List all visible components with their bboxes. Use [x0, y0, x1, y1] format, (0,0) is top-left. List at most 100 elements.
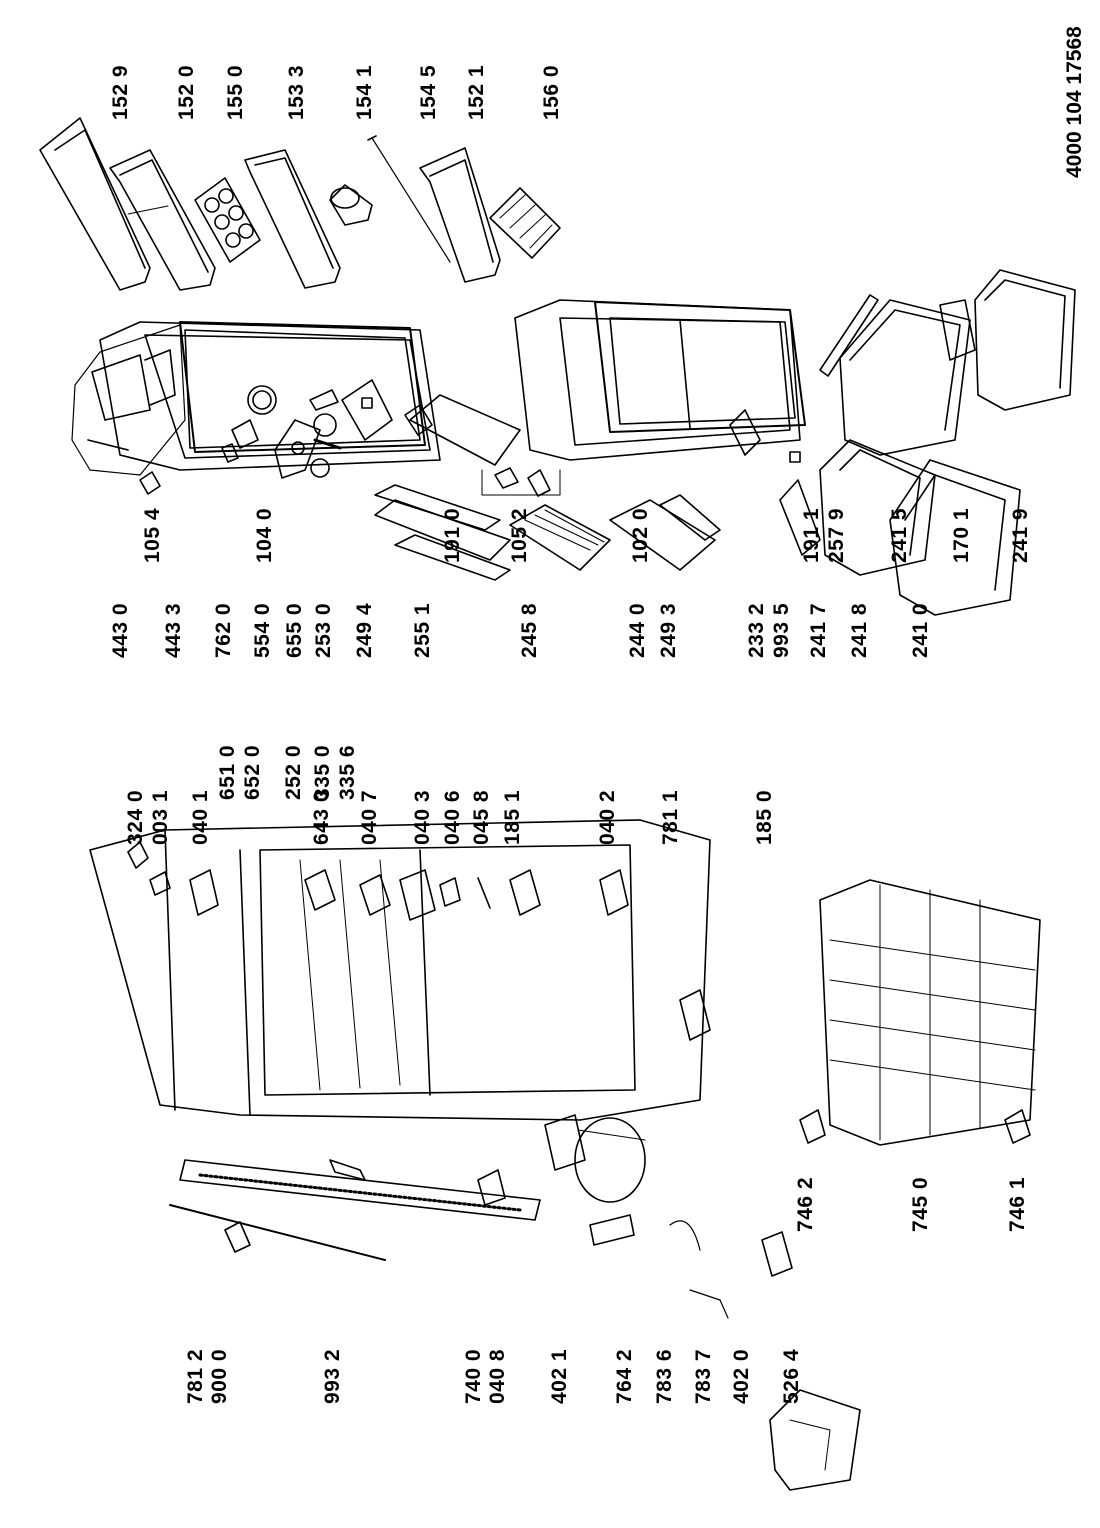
filter-7642 — [589, 1214, 635, 1246]
cover-2417 — [779, 479, 821, 556]
label-1910: 191 0 — [441, 507, 464, 563]
label-6510: 651 0 — [216, 744, 239, 800]
label-0402: 040 2 — [596, 789, 619, 845]
label-4021: 402 1 — [548, 1348, 571, 1404]
label-3240: 324 0 — [124, 789, 147, 845]
label-0407: 040 7 — [358, 789, 381, 845]
label-1054: 105 4 — [141, 507, 164, 563]
label-0401: 040 1 — [189, 789, 212, 845]
label-1701: 170 1 — [950, 507, 973, 563]
part-1851 — [509, 869, 541, 916]
label-0406: 040 6 — [441, 789, 464, 845]
bottle-holder-1541 — [329, 184, 373, 226]
lamp-6510 — [221, 443, 239, 463]
control-2520 — [274, 419, 321, 479]
ice-tray-1560 — [489, 187, 561, 259]
hinge-1054 — [139, 471, 161, 495]
bolt-0458 — [477, 877, 491, 909]
label-1550: 155 0 — [224, 64, 247, 120]
door-gasket-1910 — [179, 321, 426, 453]
hinge-set-1052 — [481, 467, 561, 497]
rod-1545 — [367, 135, 451, 263]
part-7811 — [679, 989, 711, 1041]
label-2332: 233 2 — [745, 602, 768, 658]
label-0408: 040 8 — [486, 1348, 509, 1404]
label-7811: 781 1 — [659, 789, 682, 845]
label-9932: 993 2 — [321, 1348, 344, 1404]
hinge-0403 — [399, 869, 436, 921]
label-7461: 746 1 — [1006, 1176, 1029, 1232]
tube-7812 — [169, 1204, 386, 1261]
label-7450: 745 0 — [909, 1176, 932, 1232]
door-shelf-cover-1529 — [39, 117, 169, 291]
label-0031: 003 1 — [149, 789, 172, 845]
spring-3356 — [313, 438, 342, 450]
shelf-glass-2551 — [374, 394, 521, 561]
label-7642: 764 2 — [613, 1348, 636, 1404]
label-7462: 746 2 — [794, 1176, 817, 1232]
label-2440: 244 0 — [626, 602, 649, 658]
label-7812: 781 2 — [184, 1348, 207, 1404]
cable-part-3240 — [127, 841, 149, 869]
pipe-7837 — [689, 1289, 729, 1319]
pipe-7836 — [669, 1220, 701, 1251]
label-1911: 191 1 — [800, 507, 823, 563]
thermostat-housing-4430 — [71, 324, 186, 476]
thermostat-6520 — [231, 419, 259, 449]
label-7836: 783 6 — [653, 1348, 676, 1404]
label-6550: 655 0 — [283, 602, 306, 658]
flap-1701 — [939, 299, 976, 361]
document-id: 4000 104 17568 — [1063, 26, 1086, 178]
control-box-5264 — [769, 1389, 861, 1491]
label-1533: 153 3 — [285, 64, 308, 120]
label-1529: 152 9 — [109, 64, 132, 120]
door-bin-1533 — [244, 149, 341, 289]
bracket-0408 — [477, 1169, 506, 1206]
door-gasket-1911 — [594, 301, 806, 433]
label-2458: 245 8 — [518, 602, 541, 658]
crisper-lid-2418 — [819, 439, 936, 576]
glass-shelf-2440 — [609, 499, 716, 571]
clip-7461 — [1004, 1109, 1031, 1144]
lamp-ring-5540 — [247, 385, 277, 415]
label-1020: 102 0 — [629, 507, 652, 563]
part-6550 — [309, 389, 339, 411]
label-5540: 554 0 — [251, 602, 274, 658]
egg-tray-1550 — [194, 177, 261, 263]
fridge-door-1040 — [99, 321, 441, 471]
label-1851: 185 1 — [501, 789, 524, 845]
washer-0406 — [439, 877, 461, 907]
clip-7462 — [799, 1109, 826, 1144]
door-bin-1520 — [109, 149, 216, 291]
label-0458: 045 8 — [470, 789, 493, 845]
bracket-0407 — [359, 874, 391, 916]
label-1545: 154 5 — [417, 64, 440, 120]
hinge-0402 — [599, 869, 629, 916]
label-4020: 402 0 — [730, 1348, 753, 1404]
label-1521: 152 1 — [465, 64, 488, 120]
label-9000: 900 0 — [208, 1348, 231, 1404]
label-1040: 104 0 — [253, 507, 276, 563]
label-6520: 652 0 — [241, 744, 264, 800]
freezer-drawer-2419 — [974, 269, 1076, 411]
shelf-trim-2493 — [659, 494, 721, 541]
light-cover-4433 — [341, 379, 393, 441]
clamp-9000 — [224, 1221, 251, 1253]
label-1052: 105 2 — [508, 507, 531, 563]
condenser-7400 — [179, 1159, 541, 1221]
hinge-0401 — [189, 869, 219, 916]
part-9935 — [789, 451, 801, 463]
label-2418: 241 8 — [848, 602, 871, 658]
drawer-front-2579 — [819, 294, 879, 377]
label-2520: 252 0 — [282, 744, 305, 800]
knob-2530 — [313, 413, 337, 437]
label-1850: 185 0 — [753, 789, 776, 845]
label-6430: 643 0 — [310, 789, 333, 845]
label-2415: 241 5 — [888, 507, 911, 563]
cabinet-body — [89, 819, 711, 1121]
label-1520: 152 0 — [175, 64, 198, 120]
label-2579: 257 9 — [825, 507, 848, 563]
wire-basket-7450 — [819, 879, 1041, 1146]
label-2493: 249 3 — [657, 602, 680, 658]
